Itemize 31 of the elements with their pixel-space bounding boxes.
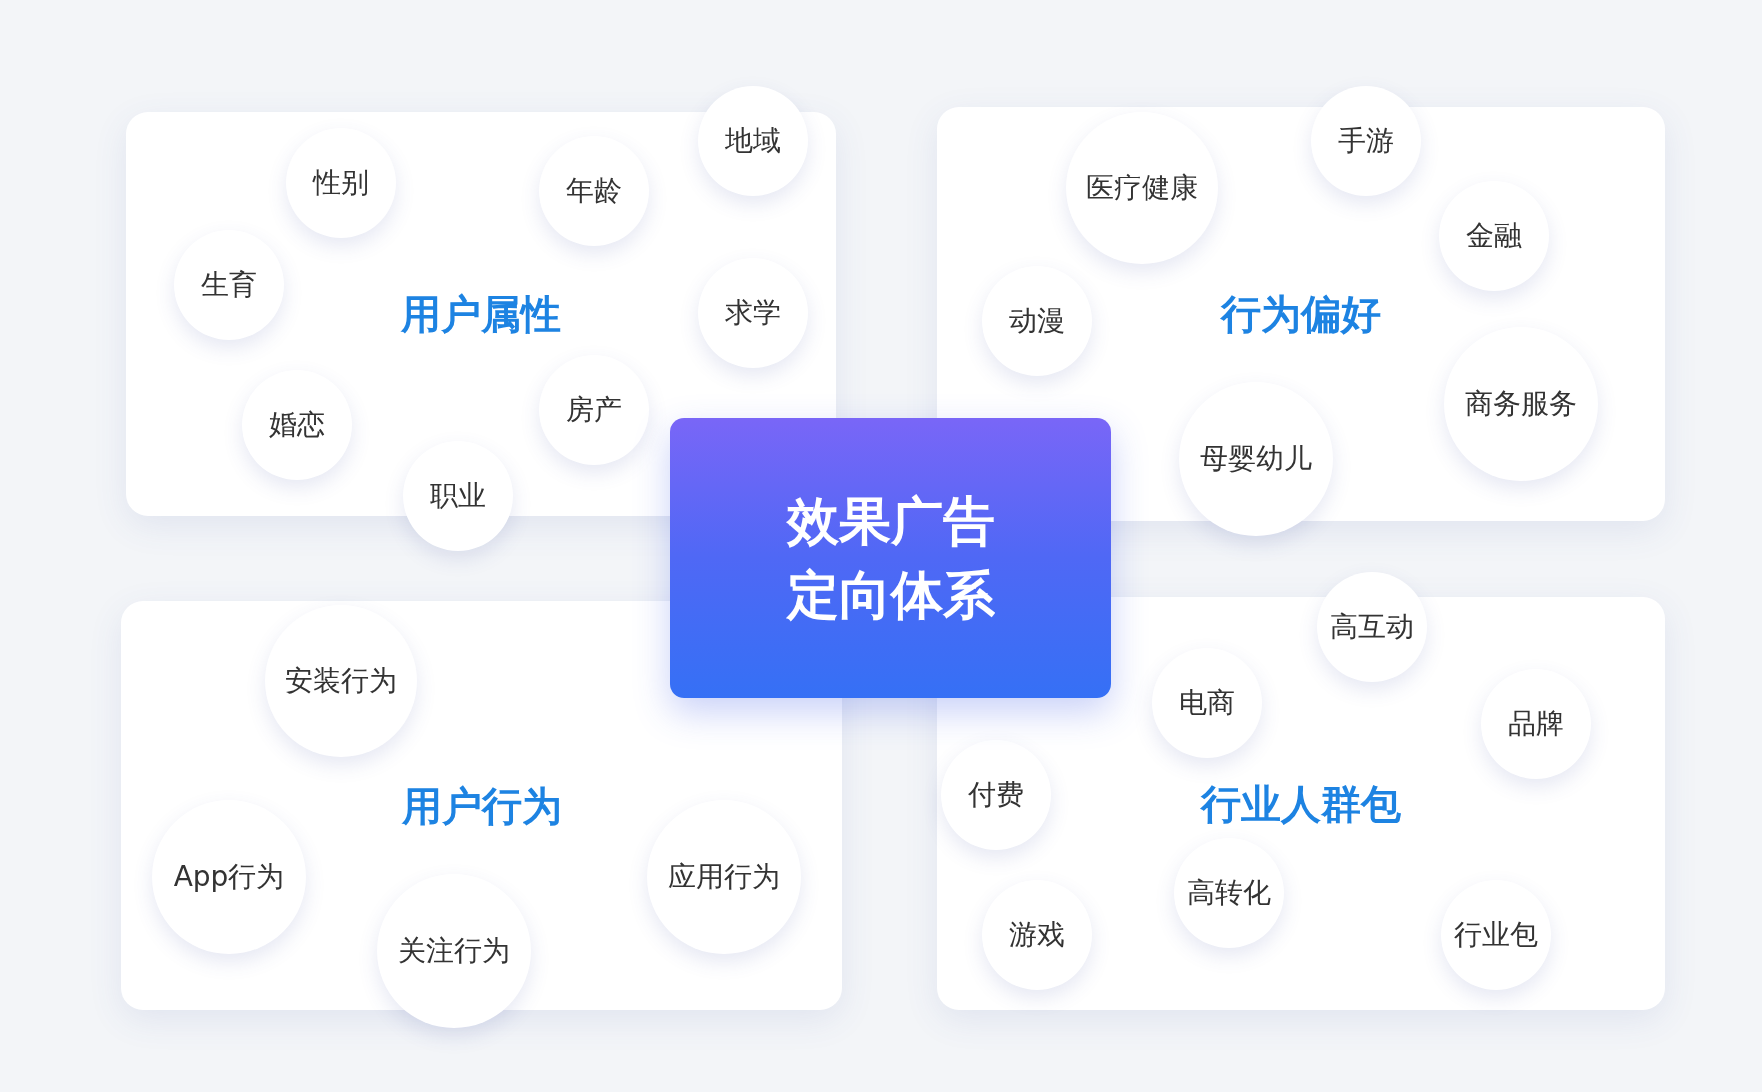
tag-label: 婚恋 — [269, 408, 325, 442]
tag-label: 关注行为 — [398, 934, 510, 968]
tag-label: 金融 — [1466, 219, 1522, 253]
tag-label: 医疗健康 — [1086, 171, 1198, 205]
tag-label: 高互动 — [1330, 610, 1414, 644]
tag-label: 手游 — [1338, 124, 1394, 158]
tag-label: 房产 — [566, 393, 622, 427]
tag-label: 付费 — [968, 778, 1024, 812]
category-title: 行为偏好 — [1221, 290, 1381, 338]
tag-label: 年龄 — [566, 174, 622, 208]
tag-label: 安装行为 — [285, 664, 397, 698]
tag-label: 游戏 — [1009, 918, 1065, 952]
category-title: 用户属性 — [401, 290, 561, 338]
tag-label: 职业 — [430, 479, 486, 513]
category-title: 行业人群包 — [1201, 779, 1401, 828]
tag-label: App行为 — [173, 860, 285, 894]
center-box — [670, 418, 1111, 698]
tag-label: 行业包 — [1454, 918, 1538, 952]
tag-label: 母婴幼儿 — [1200, 442, 1312, 476]
category-title: 用户行为 — [401, 781, 562, 830]
tag-label: 性别 — [313, 166, 369, 200]
tag-label: 应用行为 — [668, 860, 780, 894]
tag-label: 品牌 — [1508, 707, 1564, 741]
tag-label: 求学 — [725, 296, 781, 330]
tag-label: 地域 — [725, 124, 781, 158]
tag-label: 电商 — [1179, 686, 1235, 720]
tag-label: 高转化 — [1187, 876, 1271, 910]
center-title: 效果广告定向体系 — [785, 490, 996, 627]
tag-label: 生育 — [201, 268, 257, 302]
tag-label: 商务服务 — [1465, 387, 1577, 421]
tag-label: 动漫 — [1009, 304, 1065, 338]
